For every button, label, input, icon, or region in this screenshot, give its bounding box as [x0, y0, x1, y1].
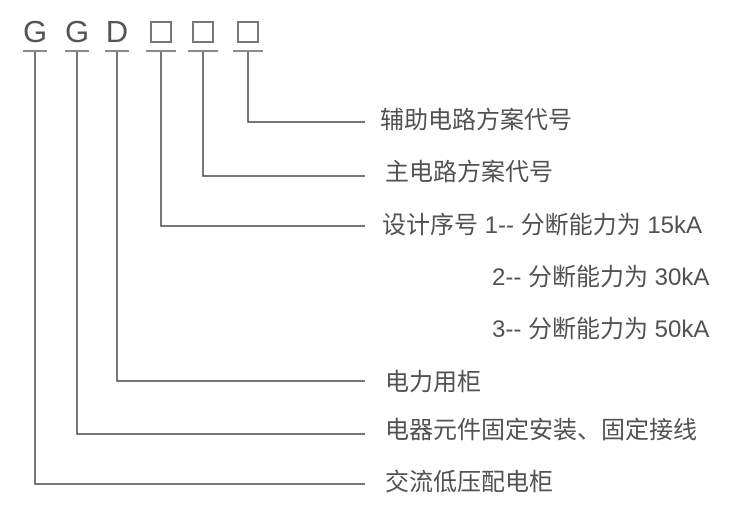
callout-aux-circuit-code: 辅助电路方案代号: [380, 107, 572, 134]
connector-letter1-ac-lv-cabinet: [34, 52, 365, 485]
callout-main-circuit-code: 主电路方案代号: [385, 159, 553, 186]
callout-power-cabinet: 电力用柜: [385, 369, 481, 396]
code-placeholder-box-2: [192, 21, 214, 43]
code-letter-2: G: [64, 14, 90, 49]
callout-design-serial-3: 3-- 分断能力为 50kA: [492, 316, 710, 343]
code-letter-3: D: [105, 14, 129, 49]
callout-fixed-mount-wiring: 电器元件固定安装、固定接线: [385, 417, 697, 444]
callout-design-serial-2: 2-- 分断能力为 30kA: [492, 264, 710, 291]
code-placeholder-box-1: [150, 21, 172, 43]
connector-letter3-power-cabinet: [116, 52, 365, 382]
connector-box1-design-serial: [160, 52, 365, 227]
connector-letter2-fixed-mount: [76, 52, 365, 435]
callout-ac-lv-cabinet: 交流低压配电柜: [385, 469, 553, 496]
connector-box2-main-circuit: [202, 52, 365, 177]
code-placeholder-box-3: [237, 21, 259, 43]
code-letter-1: G: [22, 14, 48, 49]
callout-design-serial-1: 设计序号 1-- 分断能力为 15kA: [382, 212, 703, 239]
connector-box3-aux-circuit: [247, 52, 365, 123]
